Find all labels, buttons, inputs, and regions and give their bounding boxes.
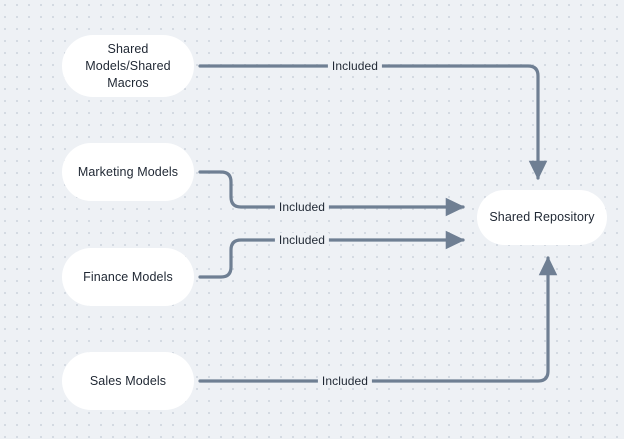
node-shared-repository[interactable]: Shared Repository xyxy=(477,190,607,245)
node-shared-models[interactable]: Shared Models/Shared Macros xyxy=(62,35,194,97)
node-shared-repository-label: Shared Repository xyxy=(489,210,595,224)
edge-sales-models xyxy=(198,256,558,383)
edge-label-finance-models: Included xyxy=(274,233,330,247)
edge-label-shared-models: Included xyxy=(327,59,383,73)
edge-label-marketing-models: Included xyxy=(274,200,330,214)
node-shared-models-label: Shared Models/Shared Macros xyxy=(85,41,171,90)
edge-finance-models xyxy=(198,230,465,279)
edge-shared-models xyxy=(198,64,548,180)
node-marketing-models-label: Marketing Models xyxy=(77,164,179,179)
node-finance-models-label: Finance Models xyxy=(83,269,173,284)
node-marketing-models[interactable]: Marketing Models xyxy=(62,143,194,201)
node-sales-models[interactable]: Sales Models xyxy=(62,352,194,410)
edge-marketing-models xyxy=(198,170,465,217)
edge-label-sales-models: Included xyxy=(317,374,373,388)
node-sales-models-label: Sales Models xyxy=(89,373,167,388)
node-finance-models[interactable]: Finance Models xyxy=(62,248,194,306)
